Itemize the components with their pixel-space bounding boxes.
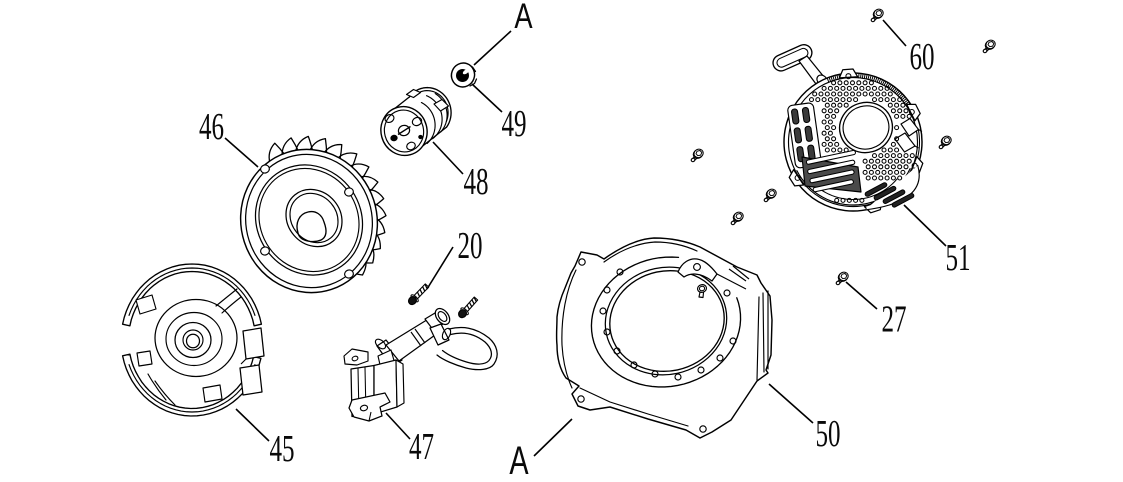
svg-text:47: 47 <box>409 425 434 467</box>
svg-text:20: 20 <box>457 224 482 266</box>
svg-text:46: 46 <box>199 105 224 147</box>
svg-text:49: 49 <box>501 102 526 144</box>
svg-text:48: 48 <box>463 160 488 202</box>
svg-text:51: 51 <box>945 236 970 278</box>
svg-text:45: 45 <box>269 427 294 469</box>
svg-text:60: 60 <box>909 35 934 77</box>
svg-text:50: 50 <box>815 412 840 454</box>
svg-text:A: A <box>509 438 529 482</box>
svg-text:27: 27 <box>881 297 906 339</box>
svg-text:A: A <box>514 0 532 36</box>
